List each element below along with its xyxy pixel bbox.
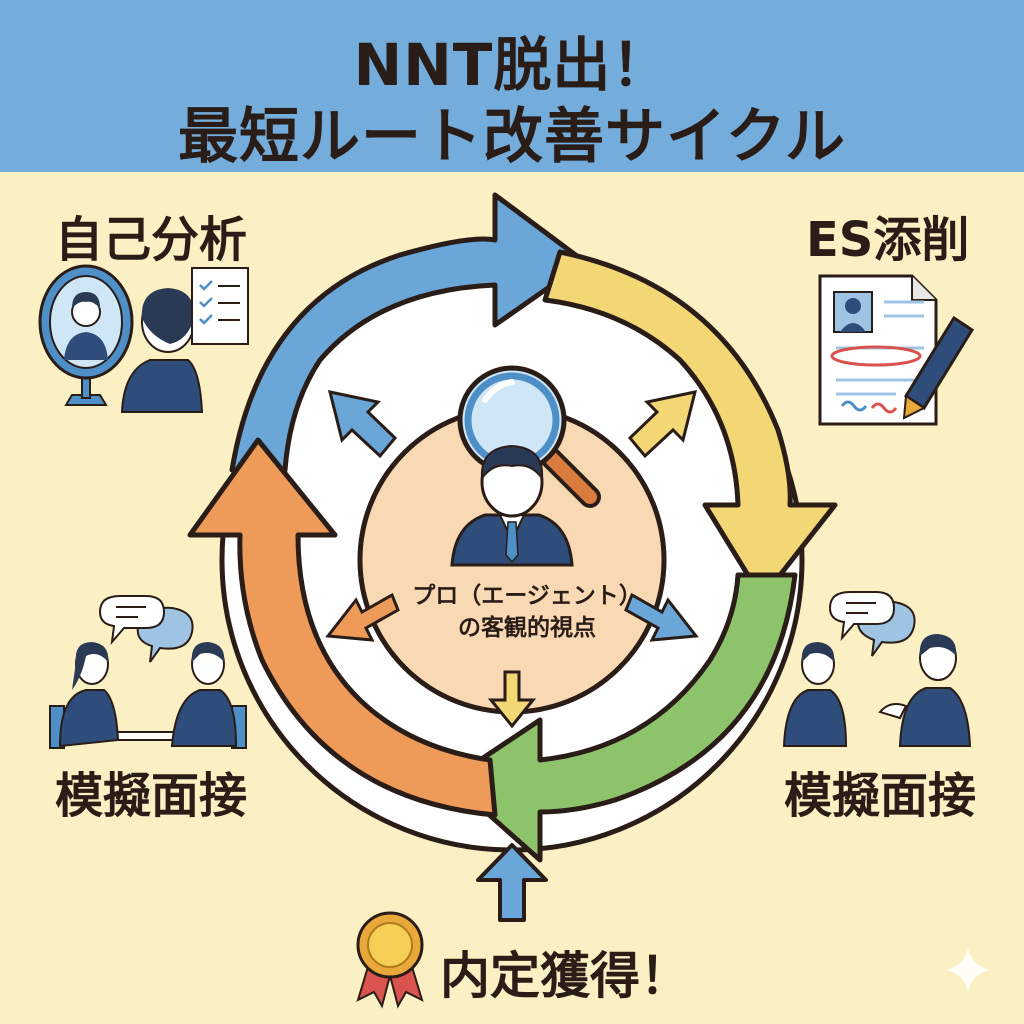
- radial-arrow-bottom: [487, 670, 537, 729]
- title-line-2: 最短ルート改善サイクル: [178, 102, 846, 172]
- radial-arrow-topleft: [327, 390, 398, 459]
- step-label-mock-interview-right: 模擬面接: [784, 768, 977, 824]
- center-label-line-1: プロ（エージェント）: [412, 583, 642, 609]
- center-label-line-2: の客観的視点: [458, 615, 596, 641]
- result-arrow: [476, 843, 548, 922]
- speech-bubble-icon: [98, 595, 194, 663]
- arrow-orange: [187, 437, 498, 818]
- pen-icon: [902, 315, 975, 420]
- interview-icon: [49, 642, 247, 749]
- sparkle-icon: [946, 948, 990, 992]
- medal-icon: [356, 911, 424, 1009]
- checklist-icon: [191, 267, 249, 345]
- title-line-1: NNT脱出！: [353, 31, 671, 99]
- title-band: [0, 0, 1024, 172]
- resume-icon: [818, 274, 938, 426]
- result-label: 内定獲得！: [440, 947, 690, 1005]
- arrow-green: [447, 572, 798, 863]
- agent-person-icon: [450, 444, 574, 567]
- step-label-mock-interview-left: 模擬面接: [55, 768, 248, 824]
- step-label-self-analysis: 自己分析: [55, 212, 248, 268]
- speech-bubble-icon: [828, 591, 916, 657]
- radial-arrow-bottomright: [624, 592, 699, 642]
- arrow-blue: [229, 192, 588, 473]
- radial-arrow-bottomleft: [325, 592, 400, 642]
- interview-icon: [782, 634, 972, 747]
- person-icon: [120, 288, 204, 413]
- step-label-es-review: ES添削: [806, 212, 970, 268]
- radial-arrow-topright: [627, 390, 698, 459]
- mirror-icon: [38, 264, 134, 406]
